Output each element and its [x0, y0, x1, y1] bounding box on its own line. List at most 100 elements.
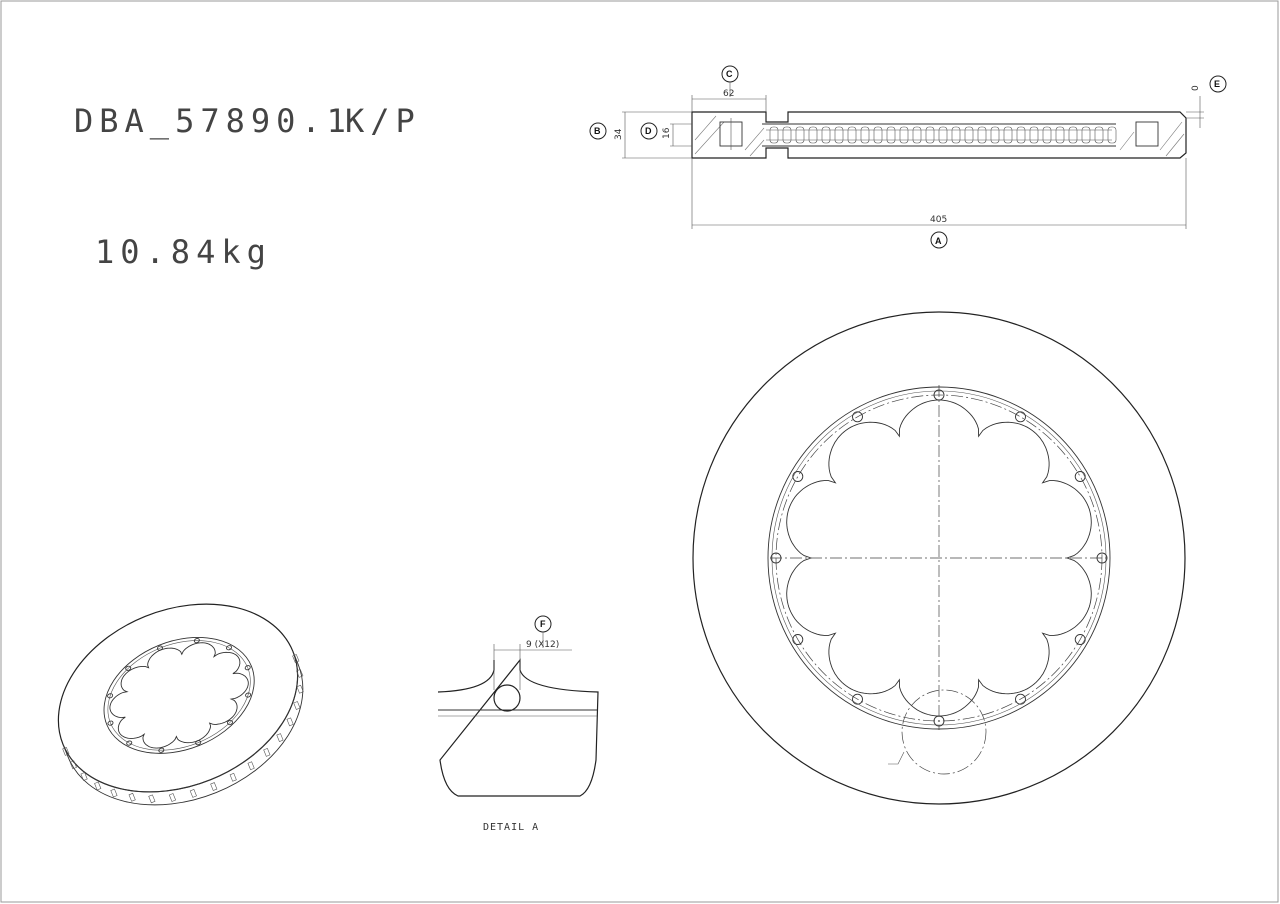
vent-vane [951, 126, 961, 144]
right-hat-section [1119, 121, 1185, 157]
bolt-hole [1074, 634, 1086, 645]
vent-vane [912, 126, 922, 144]
iso-bolt-hole [226, 719, 233, 726]
iso-vent-slot [296, 684, 304, 694]
iso-bolt-hole [226, 645, 232, 651]
iso-bolt-hole [245, 692, 252, 698]
vent-vane [847, 126, 857, 144]
iso-bolt-hole [107, 720, 114, 726]
dim-f-value: 9 (X12) [526, 640, 559, 650]
iso-bolt-hole [125, 665, 132, 671]
vent-vane [873, 126, 883, 144]
vent-vane [782, 126, 792, 144]
vent-vane [1029, 126, 1039, 144]
bolt-hole [852, 411, 863, 423]
iso-vent-slot [229, 772, 237, 782]
detail-a-leader [888, 751, 905, 765]
dim-a-value: 405 [930, 215, 947, 225]
vent-vane [860, 126, 870, 144]
callout-d-tag: D [645, 126, 652, 136]
detail-a-outline [437, 658, 599, 797]
iso-inner-ring-step [107, 640, 251, 751]
vent-vane [808, 126, 818, 144]
iso-vent-slot [296, 669, 304, 678]
iso-vent-slot [292, 654, 300, 663]
iso-scalloped-bore [109, 642, 249, 749]
vent-vane [769, 126, 779, 144]
vent-vane [938, 126, 948, 144]
iso-vent-slot [276, 733, 284, 742]
callout-a-bubble [930, 231, 948, 249]
iso-vent-slot [189, 789, 197, 798]
iso-vent-slot [168, 793, 177, 802]
iso-vent-slot [128, 792, 136, 802]
vent-vane [1016, 126, 1026, 144]
callout-e-bubble [1209, 75, 1227, 93]
part-suffix: K/P [345, 102, 421, 140]
iso-vent-slot [210, 782, 218, 791]
bolt-hole [1015, 693, 1026, 705]
vent-vane [1094, 126, 1104, 144]
iso-bolt-hole [126, 740, 133, 746]
iso-bolt-hole [158, 747, 165, 753]
vent-vane [795, 126, 805, 144]
iso-bolt-hole [107, 693, 114, 699]
callout-e-tag: E [1214, 79, 1220, 89]
side-section-view: 62 C 34 B 16 D 0 E 405 A [589, 65, 1227, 249]
iso-vent-slot [94, 781, 102, 791]
vented-ring-section [762, 123, 1117, 147]
bolt-hole [852, 693, 863, 705]
part-weight: 10.84kg [95, 233, 272, 271]
vent-vane [925, 126, 935, 144]
vent-vane [834, 126, 844, 144]
vent-vane [821, 126, 831, 144]
iso-vent-slot [293, 701, 301, 710]
vent-vane [1003, 126, 1013, 144]
vent-vane [990, 126, 1000, 144]
iso-vent-slot [69, 760, 77, 770]
detail-a-label: DETAIL A [483, 822, 539, 833]
dim-c-value: 62 [723, 89, 734, 99]
detail-a-bolt-hole [493, 684, 521, 712]
part-number-title: DBA_57890.1 [74, 102, 352, 140]
dim-e-value: 0 [1191, 85, 1201, 91]
bolt-hole [792, 471, 804, 482]
callout-b-bubble [589, 122, 607, 140]
callout-f-tag: F [540, 619, 546, 629]
vent-vane [964, 126, 974, 144]
callout-a-tag: A [935, 236, 942, 246]
vent-vane [1107, 126, 1117, 144]
isometric-view [57, 603, 304, 806]
vent-vane [886, 126, 896, 144]
iso-vent-slot [263, 747, 271, 757]
iso-vent-slots [62, 654, 304, 804]
iso-vent-slot [80, 772, 88, 781]
vent-vane [1042, 126, 1052, 144]
iso-vent-slot [110, 788, 118, 798]
dim-d-value: 16 [662, 127, 672, 139]
iso-outer-rim [62, 651, 304, 806]
bolt-hole [792, 634, 804, 645]
vent-vane [1081, 126, 1091, 144]
disc-outer-edge [692, 311, 1186, 805]
bolt-hole [1015, 411, 1026, 423]
iso-bolt-hole [157, 645, 163, 651]
iso-vent-slot [286, 717, 294, 727]
callout-c-tag: C [726, 69, 733, 79]
dim-b-value: 34 [614, 128, 624, 140]
vent-vane [1068, 126, 1078, 144]
iso-vent-slot [148, 794, 156, 804]
iso-bolt-holes [107, 638, 252, 753]
left-hat-section [694, 115, 765, 157]
front-view [692, 311, 1186, 805]
section-outline [691, 111, 1187, 159]
iso-vent-slot [247, 761, 255, 771]
vent-vane [899, 126, 909, 144]
vent-vane [1055, 126, 1065, 144]
iso-outer-face [57, 603, 299, 793]
iso-inner-ring [103, 636, 255, 754]
callout-d-bubble [640, 122, 658, 140]
iso-vent-slot [62, 747, 70, 756]
